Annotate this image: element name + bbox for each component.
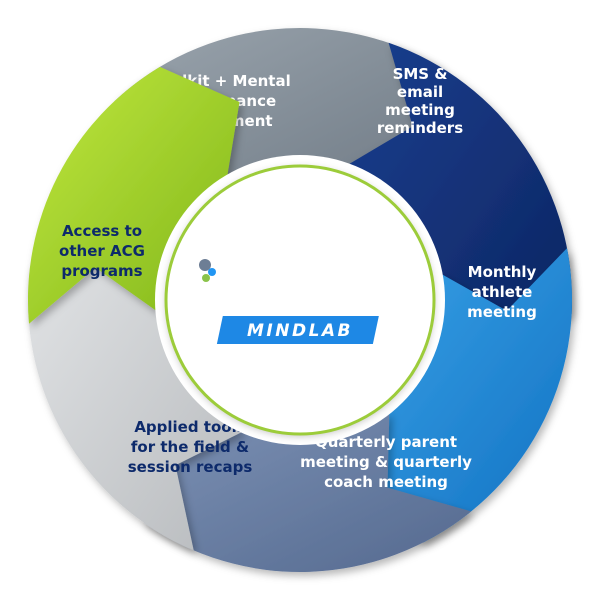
logo-dot-blue — [208, 268, 216, 276]
segment-label-quarterly: Quarterly parent meeting & quarterly coach… — [300, 433, 472, 491]
segment-label-line: programs — [61, 262, 142, 280]
segment-label-line: SMS & — [393, 65, 448, 83]
segment-label-line: meeting & quarterly — [300, 453, 472, 471]
segment-label-line: Access to — [62, 222, 142, 240]
mindlab-badge — [216, 316, 379, 344]
segment-label-monthly: Monthly athlete meeting — [467, 263, 537, 321]
mindlab-logo-icon — [199, 259, 216, 282]
segment-label-line: session recaps — [128, 458, 253, 476]
segment-label-applied: Applied tools for the field & session reca… — [128, 418, 253, 476]
segment-toolkit — [114, 28, 447, 197]
segment-monthly — [346, 248, 573, 543]
segment-quarterly — [143, 410, 472, 573]
segment-label-line: Quarterly parent — [315, 433, 457, 451]
segment-applied — [27, 225, 245, 551]
segment-label-line: other ACG — [59, 242, 145, 260]
center-ring — [164, 164, 436, 436]
segment-label-access: Access to other ACG programs — [59, 222, 145, 280]
center-hub: MINDLAB — [155, 155, 445, 445]
segment-label-line: meeting — [467, 303, 537, 321]
segment-label-line: for the field & — [131, 438, 249, 456]
segment-label-line: athlete — [472, 283, 533, 301]
segment-label-line: coach meeting — [324, 473, 448, 491]
segment-label-line: reminders — [377, 119, 463, 137]
center-circle — [166, 166, 434, 434]
logo-dot-gray — [199, 259, 211, 271]
mindlab-label: MINDLAB — [247, 321, 353, 341]
segment-access — [27, 66, 240, 324]
segment-sms — [346, 42, 572, 361]
segment-label-line: Applied tools — [134, 418, 245, 436]
logo-dot-green — [202, 274, 210, 282]
segment-label-line: Monthly — [468, 263, 537, 281]
segment-label-line: email — [397, 83, 443, 101]
cycle-segments: Toolkit + MentalPerformanceAssessmentSMS… — [27, 28, 573, 573]
segment-label-line: meeting — [385, 101, 455, 119]
